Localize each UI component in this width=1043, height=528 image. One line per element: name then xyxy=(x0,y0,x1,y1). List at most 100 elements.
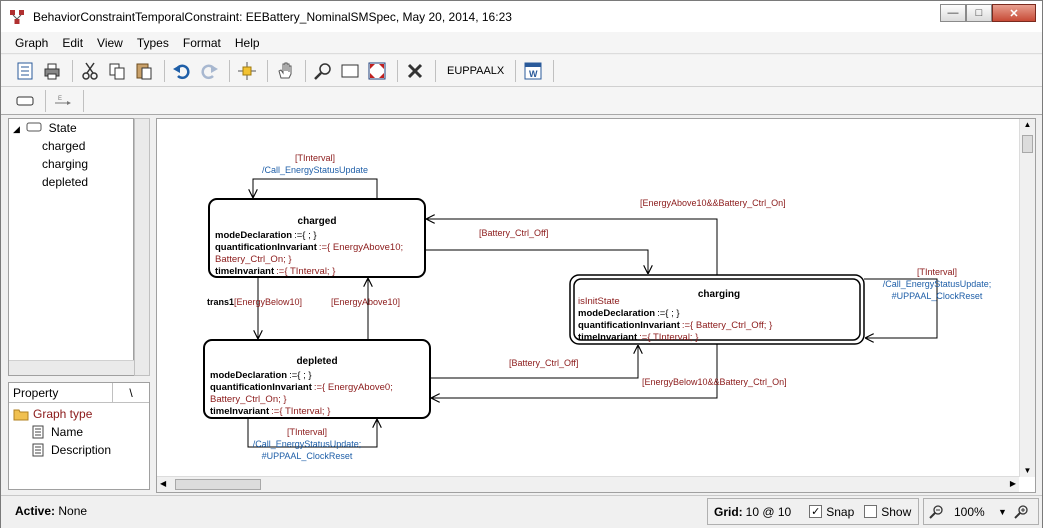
copy-icon xyxy=(109,63,125,79)
state-rectangle-icon xyxy=(26,122,42,132)
snap-checkbox[interactable]: ✓ xyxy=(809,505,823,518)
folder-icon xyxy=(13,409,29,421)
transition-charging-self[interactable]: [TInterval] /Call_EnergyStatusUpdate; #U… xyxy=(864,267,991,338)
euppaalx-button[interactable]: EUPPAALX xyxy=(447,64,505,77)
toolbar-separator xyxy=(435,59,436,82)
diagram-canvas[interactable]: charged modeDeclaration:={ ; } quantific… xyxy=(156,118,1036,493)
menu-help[interactable]: Help xyxy=(234,35,260,50)
pan-button[interactable] xyxy=(273,59,297,83)
magnifier-icon xyxy=(314,62,331,80)
scroll-up-arrow[interactable]: ▲ xyxy=(1023,120,1032,129)
show-checkbox[interactable] xyxy=(864,505,878,518)
zoom-dropdown-icon[interactable]: ▼ xyxy=(998,506,1007,517)
grid-value[interactable]: 10 @ 10 xyxy=(745,504,792,519)
show-label: Show xyxy=(881,504,912,519)
state-machine-diagram: charged modeDeclaration:={ ; } quantific… xyxy=(203,153,991,461)
state-depleted[interactable]: depleted modeDeclaration:={ ; } quantifi… xyxy=(203,339,431,419)
delete-button[interactable] xyxy=(403,59,427,83)
tree-root-state[interactable]: ◢ State xyxy=(13,121,77,135)
state-mode-line: modeDeclaration:={ ; } xyxy=(215,230,317,241)
redo-button[interactable] xyxy=(197,59,221,83)
undo-button[interactable] xyxy=(170,59,194,83)
transition-charged-self[interactable]: [TInterval] /Call_EnergyStatusUpdate xyxy=(253,153,378,199)
toolbar-separator xyxy=(72,59,73,82)
zoom-button[interactable] xyxy=(311,59,335,83)
scroll-right-arrow[interactable]: ▶ xyxy=(1009,479,1016,488)
print-button[interactable] xyxy=(40,59,64,83)
zoom-page-button[interactable] xyxy=(338,59,362,83)
title-bar: BehaviorConstraintTemporalConstraint: EE… xyxy=(1,1,1042,32)
canvas-vertical-scrollbar[interactable]: ▲ ▼ xyxy=(1019,119,1035,477)
transition-action: #UPPAAL_ClockReset xyxy=(262,451,353,461)
transition-guard: [EnergyAbove10] xyxy=(331,297,400,307)
transition-guard: [EnergyBelow10&&Battery_Ctrl_On] xyxy=(642,377,787,387)
expand-triangle-icon[interactable]: ◢ xyxy=(13,124,20,134)
tree-vertical-scrollbar[interactable] xyxy=(134,118,150,376)
property-row-description[interactable]: Description xyxy=(31,443,111,457)
tree-item-charging[interactable]: charging xyxy=(42,157,89,171)
toolbar-separator xyxy=(397,59,398,82)
transition-charged-to-depleted[interactable]: trans1[EnergyBelow10] xyxy=(207,277,302,339)
tree-horizontal-scrollbar[interactable] xyxy=(9,360,135,375)
scroll-left-arrow[interactable]: ◀ xyxy=(160,479,167,488)
property-panel: Property \ Graph type Name Description xyxy=(8,382,150,490)
menu-format[interactable]: Format xyxy=(182,35,221,50)
property-column-header[interactable]: Property xyxy=(9,383,113,402)
scroll-down-arrow[interactable]: ▼ xyxy=(1023,466,1032,475)
zoom-in-icon[interactable] xyxy=(1013,504,1029,520)
zoom-out-icon[interactable] xyxy=(928,504,944,520)
transition-depleted-self[interactable]: [TInterval] /Call_EnergyStatusUpdate; #U… xyxy=(247,418,377,461)
tree-item-charged[interactable]: charged xyxy=(42,139,86,153)
paste-button[interactable] xyxy=(132,59,156,83)
add-node-button[interactable] xyxy=(235,59,259,83)
menu-view[interactable]: View xyxy=(97,35,123,50)
transition-depleted-to-charging[interactable]: [Battery_Ctrl_Off] xyxy=(430,345,638,379)
svg-text:W: W xyxy=(529,69,538,79)
active-value: None xyxy=(58,504,88,518)
scroll-thumb[interactable] xyxy=(175,479,261,490)
tree-item-depleted[interactable]: depleted xyxy=(42,175,89,189)
transition-charging-to-charged[interactable]: [EnergyAbove10&&Battery_Ctrl_On] xyxy=(426,198,786,275)
transition-action: #UPPAAL_ClockReset xyxy=(892,291,983,301)
canvas-horizontal-scrollbar[interactable]: ◀ ▶ xyxy=(157,476,1019,492)
grid-label: Grid: xyxy=(714,504,743,519)
copy-button[interactable] xyxy=(105,59,129,83)
state-tool-button[interactable] xyxy=(13,89,37,113)
scroll-thumb[interactable] xyxy=(1022,135,1033,153)
zoom-select[interactable]: 100% xyxy=(954,504,985,519)
menu-edit[interactable]: Edit xyxy=(62,35,84,50)
property-row-graph-type[interactable]: Graph type xyxy=(13,407,92,421)
menu-types[interactable]: Types xyxy=(136,35,169,50)
transition-action: /Call_EnergyStatusUpdate xyxy=(262,165,368,175)
minimize-button[interactable]: — xyxy=(940,4,966,22)
cut-button[interactable] xyxy=(78,59,102,83)
properties-button[interactable] xyxy=(13,59,37,83)
property-label: Description xyxy=(51,443,112,457)
state-charged[interactable]: charged modeDeclaration:={ ; } quantific… xyxy=(208,198,426,278)
state-name: depleted xyxy=(296,356,337,367)
active-status: Active: None xyxy=(15,504,87,518)
toolbar-separator xyxy=(229,59,230,82)
state-charging[interactable]: charging isInitState modeDeclaration:={ … xyxy=(569,274,865,345)
state-time-line: timeInvariant:={ TInterval; } xyxy=(578,332,698,343)
active-label: Active: xyxy=(15,504,56,518)
transition-charging-to-depleted[interactable]: [EnergyBelow10&&Battery_Ctrl_On] xyxy=(431,344,787,398)
transition-tool-button[interactable]: E xyxy=(51,89,75,113)
window-controls: — □ ✕ xyxy=(940,4,1036,22)
fit-to-window-button[interactable] xyxy=(365,59,389,83)
state-quantification-line: quantificationInvariant:={ EnergyAbove0; xyxy=(210,382,393,393)
close-button[interactable]: ✕ xyxy=(992,4,1036,22)
property-label: Graph type xyxy=(33,407,93,421)
property-row-name[interactable]: Name xyxy=(31,425,83,439)
state-quantification-continuation: Battery_Ctrl_On; } xyxy=(215,254,292,265)
value-column-header[interactable]: \ xyxy=(129,386,133,400)
transition-charged-to-charging[interactable]: [Battery_Ctrl_Off] xyxy=(425,228,648,274)
transition-depleted-to-charged[interactable]: [EnergyAbove10] xyxy=(331,278,400,340)
maximize-button[interactable]: □ xyxy=(966,4,992,22)
property-header: Property \ xyxy=(9,383,149,403)
state-quantification-line: quantificationInvariant:={ EnergyAbove10… xyxy=(215,242,403,253)
state-mode-line: modeDeclaration:={ ; } xyxy=(210,370,312,381)
menu-graph[interactable]: Graph xyxy=(15,35,49,50)
document-icon xyxy=(32,425,44,439)
export-word-button[interactable]: W xyxy=(521,59,545,83)
